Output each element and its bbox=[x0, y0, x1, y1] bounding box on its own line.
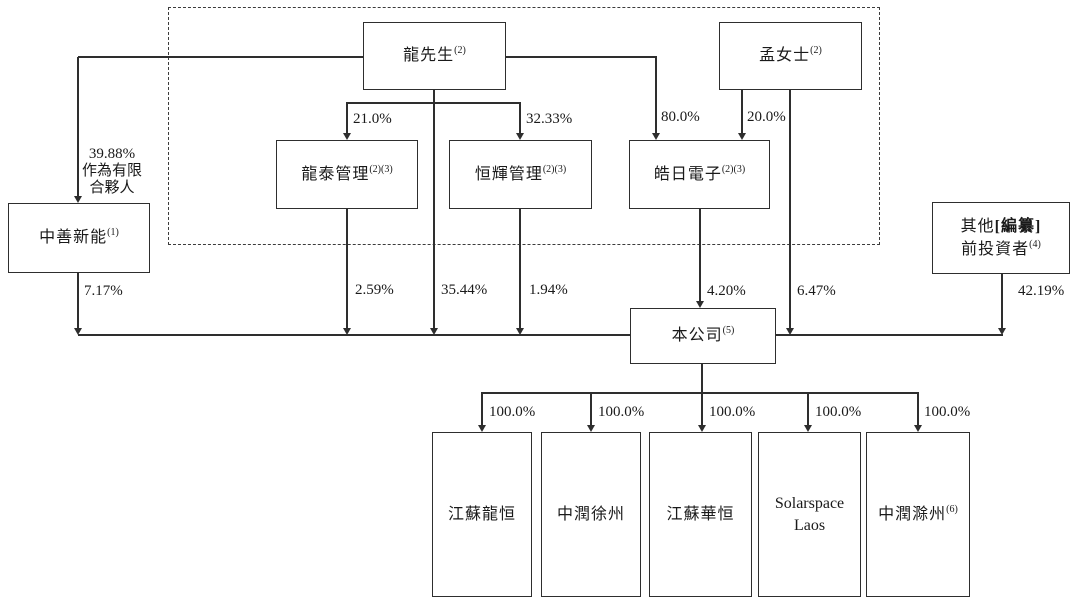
arrowhead bbox=[477, 425, 486, 432]
footnote-ref: (4) bbox=[1029, 238, 1041, 250]
footnote-ref: (2)(3) bbox=[542, 163, 567, 175]
arrowhead bbox=[342, 133, 351, 140]
ownership-label-company-to-jiangsu-longheng: 100.0% bbox=[489, 404, 536, 420]
ownership-label-company-to-solarspace-laos: 100.0% bbox=[815, 404, 862, 420]
arrowhead bbox=[586, 425, 595, 432]
node-jiangsu-huaheng: 江蘇華恒 bbox=[649, 432, 752, 597]
footnote-ref: (1) bbox=[107, 227, 119, 239]
node-label: 前投資者(4) bbox=[961, 238, 1041, 258]
node-label: 中善新能(1) bbox=[39, 227, 119, 247]
connector-line bbox=[481, 393, 483, 426]
arrowhead bbox=[429, 328, 438, 335]
footnote-ref: (6) bbox=[946, 503, 958, 515]
node-label: 江蘇龍恒 bbox=[447, 505, 516, 523]
connector-line bbox=[655, 57, 657, 134]
node-jiangsu-longheng: 江蘇龍恒 bbox=[432, 432, 532, 597]
ownership-label-long-to-zhongshan: 39.88% 作為有限 合夥人 bbox=[78, 146, 146, 197]
node-label: Solarspace bbox=[774, 494, 845, 512]
ownership-label-line: 合夥人 bbox=[89, 180, 135, 196]
connector-line bbox=[519, 103, 521, 134]
node-label: 孟女士(2) bbox=[759, 45, 822, 65]
connector-line bbox=[699, 209, 701, 302]
connector-line bbox=[77, 57, 79, 197]
node-longtai-management: 龍泰管理(2)(3) bbox=[276, 140, 418, 209]
connector-line bbox=[1001, 274, 1003, 329]
footnote-ref: (2) bbox=[810, 45, 822, 57]
arrowhead bbox=[997, 328, 1006, 335]
ownership-label-company-to-jiangsu-huaheng: 100.0% bbox=[709, 404, 756, 420]
connector-line bbox=[433, 90, 435, 329]
node-label: 龍先生(2) bbox=[403, 45, 466, 65]
node-label: 恒輝管理(2)(3) bbox=[474, 163, 567, 183]
node-label: 皓日電子(2)(3) bbox=[653, 163, 746, 183]
connector-line bbox=[346, 103, 348, 134]
connector-line bbox=[77, 273, 79, 329]
node-label: 龍泰管理(2)(3) bbox=[301, 163, 393, 183]
ownership-label-longtai-to-company: 2.59% bbox=[355, 282, 394, 298]
node-label: Laos bbox=[793, 516, 826, 534]
ownership-label-henghui-to-company: 1.94% bbox=[529, 282, 568, 298]
controlling-group-dashed-outline bbox=[168, 7, 880, 245]
arrowhead bbox=[342, 328, 351, 335]
footnote-ref: (2)(3) bbox=[369, 163, 393, 175]
node-zhongrun-xuzhou: 中潤徐州 bbox=[541, 432, 641, 597]
ownership-label-meng-to-haori: 20.0% bbox=[747, 109, 786, 125]
node-mr-long: 龍先生(2) bbox=[363, 22, 506, 90]
footnote-ref: (2) bbox=[454, 45, 466, 57]
connector-line bbox=[807, 393, 809, 426]
arrowhead bbox=[913, 425, 922, 432]
arrowhead bbox=[73, 328, 82, 335]
ownership-label-haori-to-company: 4.20% bbox=[707, 283, 746, 299]
connector-line bbox=[917, 393, 919, 426]
connector-line bbox=[701, 364, 703, 393]
footnote-ref: (5) bbox=[722, 325, 735, 337]
arrowhead bbox=[695, 301, 704, 308]
redacted-marker: [編纂] bbox=[994, 217, 1042, 235]
ownership-label-long-to-henghui: 32.33% bbox=[526, 111, 573, 127]
connector-line bbox=[505, 56, 657, 58]
arrowhead bbox=[73, 196, 82, 203]
ownership-label-company-to-zhongrun-chuzhou: 100.0% bbox=[924, 404, 971, 420]
footnote-ref: (2)(3) bbox=[721, 163, 746, 175]
ownership-label-line: 作為有限 bbox=[81, 163, 142, 179]
arrowhead bbox=[697, 425, 706, 432]
ownership-label-meng-to-company: 6.47% bbox=[797, 283, 836, 299]
arrowhead bbox=[785, 328, 794, 335]
node-label: 其他[編纂] bbox=[960, 217, 1042, 235]
node-zhongshan-xinneng: 中善新能(1) bbox=[8, 203, 150, 273]
node-company: 本公司(5) bbox=[630, 308, 776, 364]
connector-line bbox=[519, 209, 521, 329]
ownership-label-other-to-company: 42.19% bbox=[1018, 283, 1065, 299]
node-label: 江蘇華恒 bbox=[666, 505, 735, 523]
node-haori-electronics: 皓日電子(2)(3) bbox=[629, 140, 770, 209]
connector-line bbox=[346, 209, 348, 329]
ownership-label-long-to-company: 35.44% bbox=[441, 282, 488, 298]
connector-line bbox=[701, 393, 703, 426]
node-label: 本公司(5) bbox=[671, 325, 735, 345]
ownership-label-long-to-longtai: 21.0% bbox=[353, 111, 392, 127]
node-label: 中潤徐州 bbox=[556, 505, 625, 523]
ownership-bus-line-left bbox=[78, 334, 631, 336]
node-label: 中潤滁州(6) bbox=[878, 503, 958, 523]
arrowhead bbox=[651, 133, 660, 140]
connector-line bbox=[78, 56, 364, 58]
connector-line bbox=[590, 393, 592, 426]
arrowhead bbox=[737, 133, 746, 140]
ownership-label-zhongshan-to-company: 7.17% bbox=[84, 283, 123, 299]
arrowhead bbox=[515, 133, 524, 140]
arrowhead bbox=[803, 425, 812, 432]
node-other-pre-investors: 其他[編纂] 前投資者(4) bbox=[932, 202, 1070, 274]
ownership-label-company-to-zhongrun-xuzhou: 100.0% bbox=[598, 404, 645, 420]
ownership-label-long-to-haori: 80.0% bbox=[661, 109, 700, 125]
ownership-label-line: 39.88% bbox=[88, 146, 136, 162]
connector-line bbox=[789, 90, 791, 329]
node-solarspace-laos: Solarspace Laos bbox=[758, 432, 861, 597]
subsidiaries-bus-line bbox=[481, 392, 919, 394]
node-henghui-management: 恒輝管理(2)(3) bbox=[449, 140, 592, 209]
connector-line bbox=[741, 90, 743, 134]
arrowhead bbox=[515, 328, 524, 335]
node-ms-meng: 孟女士(2) bbox=[719, 22, 862, 90]
ownership-bus-line-right bbox=[775, 334, 1003, 336]
node-zhongrun-chuzhou: 中潤滁州(6) bbox=[866, 432, 970, 597]
